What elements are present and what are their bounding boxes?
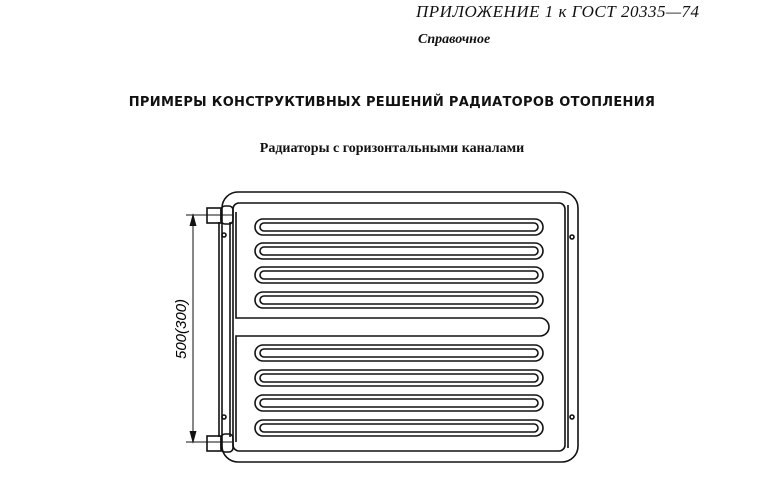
channel-inner bbox=[259, 423, 539, 433]
left-collector bbox=[235, 212, 540, 442]
channel-outline bbox=[254, 242, 544, 260]
channel-inner bbox=[259, 246, 539, 256]
channel-outline bbox=[254, 266, 544, 284]
page-title: ПРИМЕРЫ КОНСТРУКТИВНЫХ РЕШЕНИЙ РАДИАТОРО… bbox=[128, 95, 656, 110]
channel-outline bbox=[254, 369, 544, 387]
dimension-line bbox=[186, 213, 232, 444]
channel-inner bbox=[259, 398, 539, 408]
channel-inner bbox=[259, 348, 539, 358]
reference-label: Справочное bbox=[418, 32, 491, 47]
channels bbox=[254, 218, 550, 437]
annex-heading: ПРИЛОЖЕНИЕ 1 к ГОСТ 20335—74 bbox=[416, 2, 700, 21]
channel-outline bbox=[254, 344, 544, 362]
inner-frame bbox=[232, 202, 566, 452]
section-subtitle: Радиаторы с горизонтальными каналами bbox=[259, 141, 525, 156]
bottom-fitting bbox=[206, 433, 234, 453]
outer-frame bbox=[221, 191, 579, 463]
channel-inner bbox=[259, 295, 539, 305]
channel-inner bbox=[259, 373, 539, 383]
channel-outline bbox=[254, 419, 544, 437]
channel-inner bbox=[259, 222, 539, 232]
channel-middle-bend bbox=[539, 317, 550, 337]
channel-inner bbox=[259, 270, 539, 280]
channel-outline bbox=[254, 218, 544, 236]
dimension-label: 500(300) bbox=[173, 299, 190, 359]
channel-outline bbox=[254, 394, 544, 412]
channel-outline bbox=[254, 291, 544, 309]
